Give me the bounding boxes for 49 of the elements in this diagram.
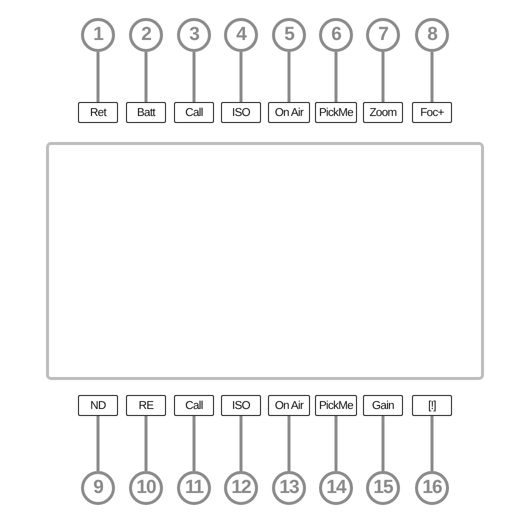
callout-number: 3: [177, 18, 211, 52]
function-label: RE: [126, 395, 166, 416]
leader-line: [430, 416, 434, 471]
leader-line: [96, 416, 100, 471]
function-label: Batt: [126, 102, 166, 123]
leader-line: [240, 416, 242, 471]
function-label: Zoom: [363, 102, 403, 123]
display-screen: [46, 142, 484, 380]
leader-line: [382, 52, 384, 102]
leader-line: [144, 52, 148, 102]
function-label: PickMe: [315, 395, 357, 416]
function-label: ND: [78, 395, 118, 416]
leader-line: [192, 416, 196, 471]
callout-number: 12: [224, 471, 258, 505]
function-label: On Air: [268, 102, 310, 123]
function-label: ISO: [221, 395, 261, 416]
leader-line: [96, 52, 100, 102]
callout-number: 7: [366, 18, 400, 52]
function-label: Call: [174, 395, 214, 416]
callout-number: 13: [272, 471, 306, 505]
function-label: Call: [174, 102, 214, 123]
callout-number: 10: [129, 471, 163, 505]
leader-line: [334, 52, 338, 102]
leader-line: [382, 416, 384, 471]
leader-line: [144, 416, 148, 471]
leader-line: [192, 52, 196, 102]
callout-number: 15: [366, 471, 400, 505]
function-label: Foc+: [412, 102, 452, 123]
leader-line: [240, 52, 242, 102]
callout-number: 1: [81, 18, 115, 52]
leader-line: [430, 52, 434, 102]
callout-number: 16: [415, 471, 449, 505]
function-label: On Air: [268, 395, 310, 416]
callout-number: 8: [415, 18, 449, 52]
callout-number: 2: [129, 18, 163, 52]
callout-number: 11: [177, 471, 211, 505]
callout-number: 9: [81, 471, 115, 505]
leader-line: [334, 416, 338, 471]
function-label: PickMe: [315, 102, 357, 123]
callout-number: 14: [319, 471, 353, 505]
function-label: [!]: [412, 395, 452, 416]
callout-number: 5: [272, 18, 306, 52]
leader-line: [288, 52, 290, 102]
function-label: Ret: [78, 102, 118, 123]
function-label: Gain: [363, 395, 403, 416]
callout-number: 4: [224, 18, 258, 52]
leader-line: [288, 416, 290, 471]
function-label: ISO: [221, 102, 261, 123]
callout-number: 6: [319, 18, 353, 52]
